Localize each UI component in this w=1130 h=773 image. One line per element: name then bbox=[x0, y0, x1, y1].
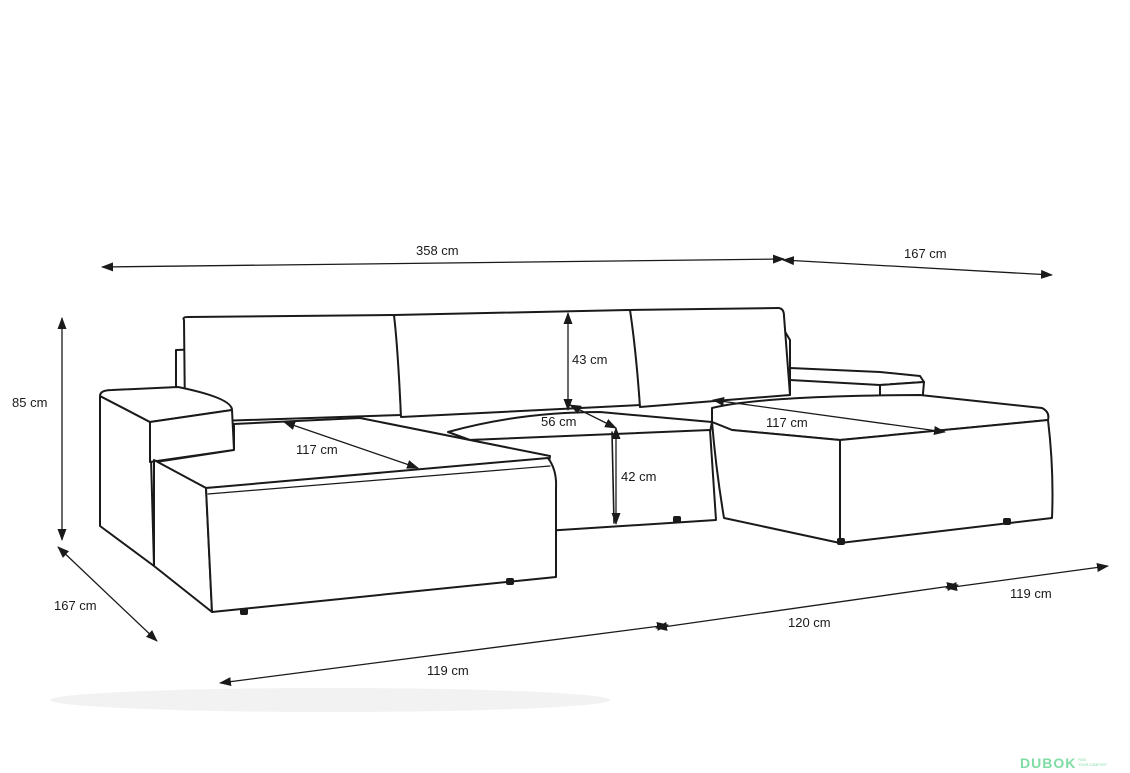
dim-line-seat-depth bbox=[569, 404, 617, 429]
label-seat-depth: 56 cm bbox=[541, 414, 576, 429]
label-total-height: 85 cm bbox=[12, 395, 47, 410]
right-chaise-side bbox=[711, 421, 841, 544]
right-chaise-foot-b bbox=[1003, 518, 1011, 525]
dim-line-left-chaise-length bbox=[283, 421, 419, 469]
dim-line-front-left bbox=[219, 621, 669, 687]
left-chaise-seat-welt bbox=[207, 465, 551, 495]
dim-line-right-chaise-width bbox=[782, 256, 1053, 279]
label-front-middle: 120 cm bbox=[788, 615, 831, 630]
label-backrest-height: 43 cm bbox=[572, 352, 607, 367]
right-chaise-foot-a bbox=[837, 538, 845, 545]
label-left-chaise-depth: 167 cm bbox=[54, 598, 97, 613]
label-right-chaise-length: 117 cm bbox=[766, 415, 808, 430]
label-front-left: 119 cm bbox=[427, 663, 469, 678]
back-cushion-right bbox=[629, 307, 791, 408]
u-shaped-corner-sofa bbox=[99, 307, 1054, 615]
dim-line-left-chaise-depth bbox=[57, 546, 158, 642]
watermark-tagline-1: FIND bbox=[1078, 758, 1087, 762]
right-chaise-front bbox=[839, 419, 1054, 544]
left-chaise-foot-a bbox=[240, 608, 248, 615]
watermark-logo: DUBOK bbox=[1020, 755, 1076, 771]
dim-line-front-middle bbox=[655, 582, 959, 631]
dimension-labels: 358 cm 167 cm 85 cm 167 cm 119 cm 120 cm… bbox=[12, 243, 1052, 678]
label-seat-height: 42 cm bbox=[621, 469, 656, 484]
label-front-right: 119 cm bbox=[1010, 586, 1052, 601]
floor-shadow bbox=[50, 688, 610, 712]
left-chaise-arm-top bbox=[99, 386, 233, 423]
label-total-width: 358 cm bbox=[416, 243, 459, 258]
left-chaise-arm-side bbox=[99, 395, 155, 567]
label-right-chaise-width: 167 cm bbox=[904, 246, 947, 261]
dim-line-total-width bbox=[101, 254, 785, 272]
left-chaise-foot-b bbox=[506, 578, 514, 585]
dim-line-front-right bbox=[945, 563, 1109, 591]
watermark-tagline-2: YOUR COMFORT bbox=[1078, 763, 1108, 767]
label-left-chaise-length: 117 cm bbox=[296, 442, 338, 457]
left-chaise-seat-front bbox=[205, 457, 558, 613]
dimension-lines bbox=[57, 254, 1109, 687]
middle-seat-foot bbox=[673, 516, 681, 523]
brand-watermark: DUBOK FIND YOUR COMFORT bbox=[1020, 755, 1108, 771]
dim-line-right-chaise-length bbox=[712, 397, 946, 435]
